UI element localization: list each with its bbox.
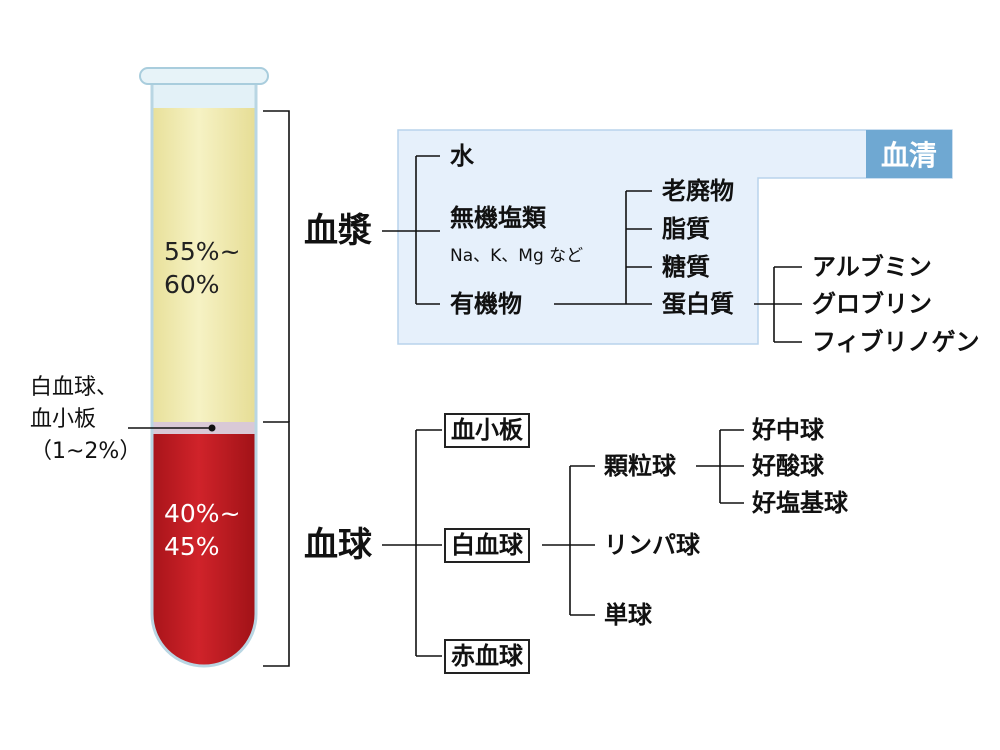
globulin-label: グロブリン	[812, 290, 932, 318]
platelet-box: 血小板	[444, 413, 530, 448]
buffy-leader-dot	[208, 424, 216, 432]
eosinophil-label: 好酸球	[752, 452, 824, 480]
inorganic-examples-label: Na、K、Mg など	[450, 246, 584, 266]
organic-matter-label: 有機物	[450, 290, 522, 318]
cells-tree-lines	[382, 429, 744, 657]
neutrophil-label: 好中球	[752, 416, 824, 444]
red-blood-cell-box: 赤血球	[444, 639, 530, 674]
test-tube	[139, 67, 269, 668]
tube-glass-top	[152, 82, 256, 110]
plasma-percent: 55%~ 60%	[164, 237, 241, 299]
buffy-coat-label: 白血球、 血小板 （1~2%）	[30, 375, 142, 464]
blood-cells-label: 血球	[304, 525, 372, 565]
plasma-layer	[152, 108, 256, 422]
lipid-label: 脂質	[662, 215, 710, 243]
serum-label: 血清	[866, 130, 952, 178]
plasma-bracket	[263, 110, 290, 422]
inorganic-salts-label: 無機塩類	[450, 204, 546, 232]
albumin-label: アルブミン	[812, 253, 932, 281]
protein-label: 蛋白質	[662, 290, 734, 318]
basophil-label: 好塩基球	[752, 489, 848, 517]
fibrinogen-label: フィブリノゲン	[812, 328, 980, 356]
serum-area	[397, 129, 953, 345]
cells-layer	[152, 434, 256, 666]
plasma-label: 血漿	[304, 211, 372, 251]
plasma-tree-lines	[382, 155, 802, 343]
lymphocyte-label: リンパ球	[604, 531, 700, 559]
cells-percent: 40%~ 45%	[164, 499, 241, 561]
white-blood-cell-box: 白血球	[444, 528, 530, 563]
waste-label: 老廃物	[662, 177, 734, 205]
granulocyte-label: 顆粒球	[604, 452, 676, 480]
sugar-label: 糖質	[662, 253, 710, 281]
water-label: 水	[450, 142, 474, 170]
monocyte-label: 単球	[604, 601, 652, 629]
tube-outline	[150, 82, 258, 668]
tube-rim	[139, 67, 269, 85]
cells-bracket	[263, 421, 290, 667]
